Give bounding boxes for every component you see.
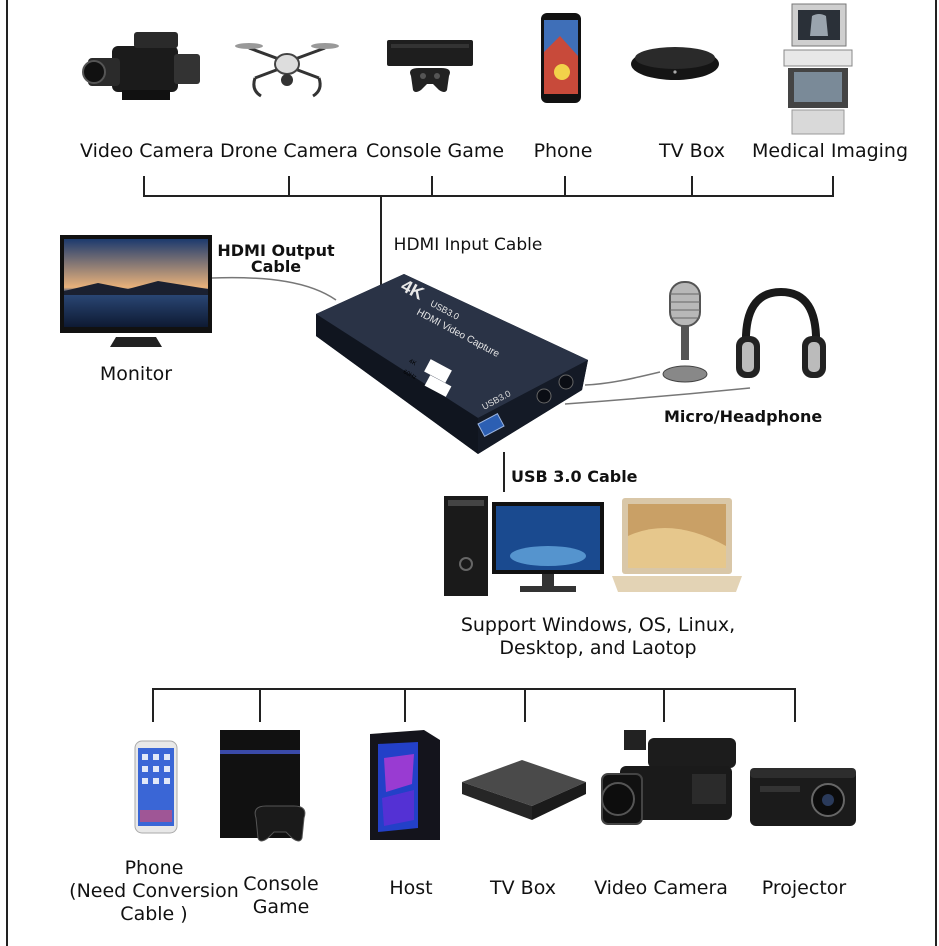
top-label-video-camera: Video Camera — [80, 140, 206, 162]
monitor-icon — [58, 233, 214, 351]
desktop-monitor-icon — [490, 500, 606, 598]
mic-cable-line — [585, 372, 660, 385]
bottom-label-console-line2: Game — [236, 896, 326, 918]
bottom-label-console-line1: Console — [236, 873, 326, 895]
bottom-phone-icon — [134, 740, 178, 834]
computers-label-line1: Support Windows, OS, Linux, — [438, 614, 758, 636]
bottom-label-phone-line1: Phone — [86, 857, 222, 879]
top-bracket — [144, 176, 833, 196]
headphones-icon — [734, 284, 828, 384]
drone-icon — [233, 34, 341, 100]
bottom-projector-icon — [746, 762, 860, 834]
bottom-label-tv-box: TV Box — [480, 877, 566, 899]
laptop-icon — [612, 496, 742, 598]
computers-label-line2: Desktop, and Laotop — [438, 637, 758, 659]
hdmi-input-cable-label: HDMI Input Cable — [393, 234, 543, 256]
bottom-label-video-camera: Video Camera — [594, 877, 728, 899]
microphone-icon — [654, 278, 716, 388]
usb-cable-label: USB 3.0 Cable — [511, 468, 627, 486]
bottom-bracket — [153, 689, 795, 722]
phone-icon — [540, 12, 582, 104]
top-label-medical-imaging: Medical Imaging — [752, 140, 906, 162]
bottom-label-phone-line3: Cable ) — [86, 903, 222, 925]
top-label-drone-camera: Drone Camera — [220, 140, 352, 162]
top-label-console-game: Console Game — [366, 140, 496, 162]
audio-cable-label: Micro/Headphone — [664, 408, 818, 426]
game-console-icon — [385, 36, 475, 96]
desktop-tower-icon — [442, 494, 490, 598]
bottom-tv-box-icon — [458, 754, 590, 824]
bottom-label-projector: Projector — [758, 877, 850, 899]
medical-imaging-icon — [782, 2, 854, 136]
top-label-tv-box: TV Box — [652, 140, 732, 162]
bottom-game-console-icon — [216, 726, 316, 850]
monitor-label: Monitor — [92, 363, 180, 385]
tv-box-icon — [629, 42, 721, 82]
hdmi-capture-device-icon: 4K HDMI Video Capture USB3.0 4K 60Hz USB… — [308, 268, 594, 460]
bottom-pc-tower-icon — [368, 728, 442, 842]
bottom-video-camera-icon — [600, 728, 746, 836]
bottom-label-phone-line2: (Need Conversion — [60, 880, 248, 902]
top-label-phone: Phone — [528, 140, 598, 162]
video-camera-icon — [82, 24, 206, 110]
bottom-label-host: Host — [376, 877, 446, 899]
